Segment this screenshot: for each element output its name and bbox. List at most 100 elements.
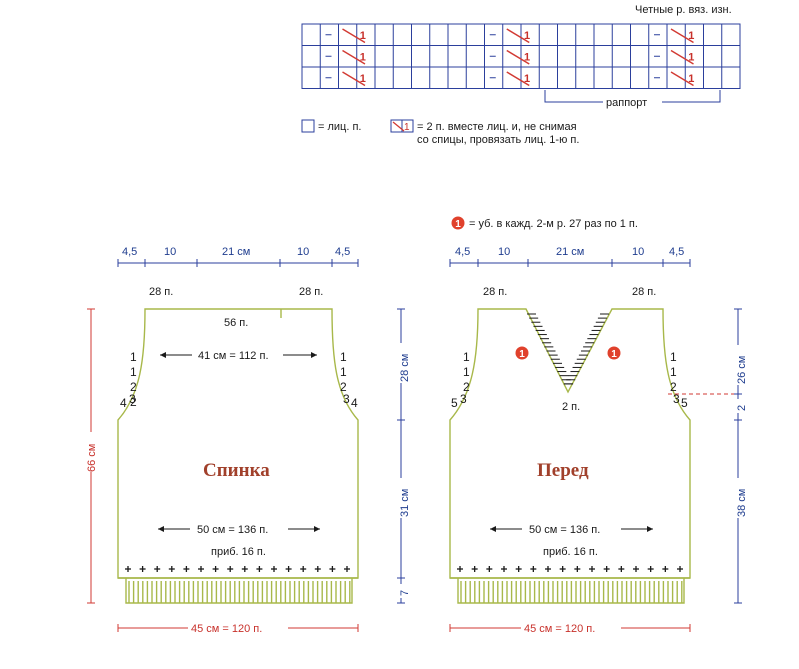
decrease-note: 1 = уб. в кажд. 2-м р. 27 раз по 1 п. [451,216,638,230]
repeat-label: раппорт [606,97,647,109]
front-shoulder-right: 28 п. [632,286,656,298]
svg-text:2: 2 [463,380,470,394]
svg-text:2: 2 [130,395,137,409]
vneck-decrease-hatching [527,313,609,385]
k2tog-symbol-number: 1 [404,122,410,133]
k2tog-symbol: 1 [670,71,694,87]
svg-text:7: 7 [399,590,411,596]
svg-text:21 см: 21 см [222,246,250,258]
k2tog-symbol: 1 [670,49,694,65]
svg-text:2: 2 [670,380,677,394]
svg-text:1: 1 [455,219,461,230]
back-chest-width: 41 см = 112 п. [198,350,269,362]
svg-text:1: 1 [688,52,694,64]
svg-text:1: 1 [340,350,347,364]
svg-text:1: 1 [463,365,470,379]
svg-text:3: 3 [129,392,136,406]
back-bottom-dimension: 45 см = 120 п. [117,621,359,635]
svg-text:1: 1 [360,52,366,64]
front-height-parts: 26 см 2 38 см [731,308,748,604]
front-title: Перед [537,460,589,481]
svg-text:1: 1 [611,349,617,360]
svg-text:1: 1 [130,365,137,379]
front-outline [449,308,691,579]
svg-text:10: 10 [632,246,644,258]
legend-knit: = лиц. п. [318,121,361,133]
front-increase-marks [457,566,683,572]
back-top-dimensions: 4,5 10 21 см 10 4,5 [117,246,359,267]
svg-text:3: 3 [343,392,350,406]
svg-text:3: 3 [460,392,467,406]
svg-text:31 см: 31 см [399,489,411,517]
svg-text:45 см = 120 п.: 45 см = 120 п. [524,623,595,635]
back-height-total: 66 см [84,308,98,604]
back-title: Спинка [203,460,270,481]
svg-text:1: 1 [524,73,530,85]
svg-text:1: 1 [688,30,694,42]
front-top-dimensions: 4,5 10 21 см 10 4,5 [449,246,691,267]
chart-caption: Четные р. вяз. изн. [635,4,732,16]
svg-text:5: 5 [451,396,458,410]
back-increase: приб. 16 п. [211,546,266,558]
front-width: 50 см = 136 п. [529,524,600,536]
svg-text:4,5: 4,5 [455,246,470,258]
k2tog-symbol: 1 [506,28,530,44]
k2tog-symbol: 1 [342,28,366,44]
back-shoulder-right: 28 п. [299,286,323,298]
front-increase: приб. 16 п. [543,546,598,558]
decrease-note-text: = уб. в кажд. 2-м р. 27 раз по 1 п. [469,218,638,230]
svg-text:10: 10 [297,246,309,258]
front-ribbing [460,581,683,603]
svg-text:1: 1 [130,350,137,364]
svg-text:4,5: 4,5 [335,246,350,258]
svg-text:1: 1 [360,30,366,42]
front-bottom-dimension: 45 см = 120 п. [449,621,691,635]
k2tog-symbol: 1 [506,71,530,87]
svg-text:1: 1 [360,73,366,85]
vneck-bottom: 2 п. [562,401,580,413]
svg-text:4: 4 [351,396,358,410]
back-piece: 4,5 10 21 см 10 4,5 28 п. 28 п. 56 п. 41… [84,246,411,635]
k2tog-symbol: 1 [670,28,694,44]
decrease-marker-icon [451,216,465,230]
svg-text:10: 10 [164,246,176,258]
svg-text:21 см: 21 см [556,246,584,258]
svg-text:28 см: 28 см [399,354,411,382]
svg-text:1: 1 [670,365,677,379]
svg-text:10: 10 [498,246,510,258]
front-piece: 4,5 10 21 см 10 4,5 28 п. 28 п. 1 1 2 п.… [449,246,748,635]
k2tog-symbol: 1 [506,49,530,65]
svg-text:2: 2 [130,380,137,394]
svg-text:1: 1 [688,73,694,85]
stitch-chart-symbols: 1 1 1 1 1 1 1 1 1 [325,28,694,87]
back-increase-marks [125,566,350,572]
svg-text:3: 3 [673,392,680,406]
back-shoulder-left: 28 п. [149,286,173,298]
svg-text:66 см: 66 см [86,444,98,472]
k2tog-symbol: 1 [342,71,366,87]
back-ribbing [128,581,351,603]
legend-k2tog-line2: со спицы, провязать лиц. 1-ю п. [417,134,579,146]
svg-text:2: 2 [736,405,748,411]
svg-text:2: 2 [340,380,347,394]
chart-legend: = лиц. п. 1 = 2 п. вместе лиц. и, не сни… [301,119,579,146]
svg-text:1: 1 [463,350,470,364]
front-shoulder-left: 28 п. [483,286,507,298]
vneck-marker-left-icon [515,346,529,360]
svg-text:1: 1 [670,350,677,364]
back-width: 50 см = 136 п. [197,524,268,536]
svg-text:1: 1 [519,349,525,360]
svg-text:45 см = 120 п.: 45 см = 120 п. [191,623,262,635]
svg-text:4,5: 4,5 [122,246,137,258]
svg-text:5: 5 [681,396,688,410]
knit-symbol-icon [301,119,315,133]
svg-text:38 см: 38 см [736,489,748,517]
svg-text:1: 1 [340,365,347,379]
k2tog-symbol: 1 [342,49,366,65]
legend-k2tog-line1: = 2 п. вместе лиц. и, не снимая [417,121,577,133]
back-neck: 56 п. [224,317,248,329]
svg-text:1: 1 [524,52,530,64]
svg-text:4: 4 [120,396,127,410]
svg-text:1: 1 [524,30,530,42]
